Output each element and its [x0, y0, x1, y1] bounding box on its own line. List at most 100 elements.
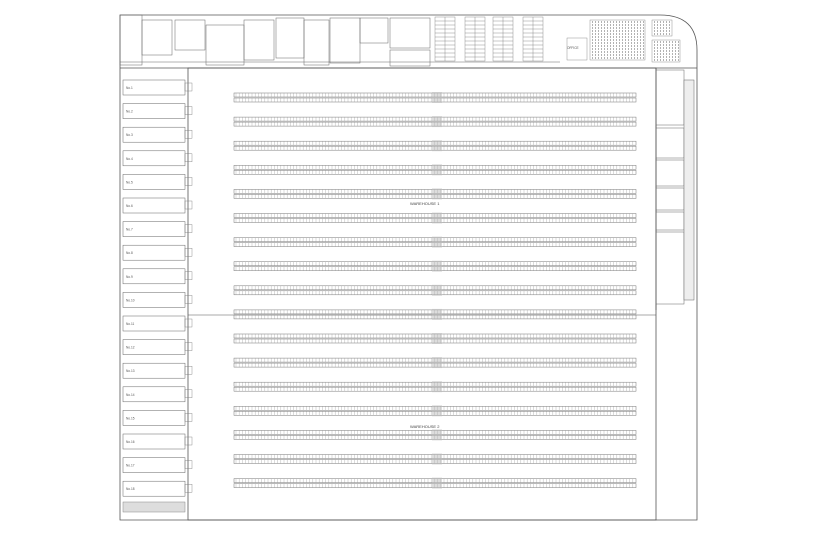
dock-bay: No.10	[122, 292, 193, 308]
office-room	[389, 49, 431, 67]
warehouse-2-label: WAREHOUSE 2	[410, 424, 440, 429]
dock-door	[184, 106, 193, 115]
dock-door	[184, 318, 193, 328]
dock-bay-label: No.9	[126, 275, 133, 279]
rack-aisle-cross	[432, 236, 442, 248]
rack-row	[233, 381, 637, 393]
office-room	[243, 19, 275, 61]
dock-bay-label: No.4	[126, 157, 133, 161]
rack-bays	[235, 237, 633, 242]
side-room	[655, 231, 685, 305]
rack-bays	[235, 435, 633, 440]
side-dock-wall	[683, 79, 695, 301]
dock-bay: No.3	[122, 126, 193, 143]
dock-bay-label: No.10	[126, 298, 135, 302]
dock-bay-label: No.2	[126, 110, 133, 114]
dock-bay: No.5	[122, 174, 193, 190]
dock-bay-label: No.14	[126, 393, 135, 397]
pallet-dots	[654, 41, 679, 61]
rack-row	[233, 164, 637, 176]
rack-bays	[235, 334, 633, 338]
storage-rack	[464, 16, 486, 62]
rack-bays	[235, 478, 633, 483]
rack-aisle-cross	[432, 477, 442, 489]
dock-bay-label: No.18	[126, 487, 135, 491]
dock-bay-label: No.8	[126, 251, 133, 255]
rack-aisle-cross	[432, 116, 442, 128]
rack-row	[233, 188, 637, 200]
storage-rack	[522, 16, 544, 62]
dock-bay-label: No.6	[126, 204, 133, 208]
rack-aisle-cross	[432, 260, 442, 272]
rack-bays	[235, 189, 633, 194]
office-room	[329, 17, 361, 64]
dock-bay: No.8	[122, 244, 193, 261]
dock-door	[184, 129, 193, 139]
dock-bay: No.4	[122, 150, 193, 167]
warehouse-1-label: WAREHOUSE 1	[410, 201, 440, 206]
dock-door	[184, 295, 193, 304]
rack-row	[233, 405, 637, 417]
pallet-dots	[654, 21, 670, 35]
rack-bays	[235, 430, 633, 435]
dock-bay-label: No.12	[126, 346, 135, 350]
side-room	[655, 187, 685, 211]
rack-bays	[235, 266, 633, 271]
rack-bays	[235, 411, 633, 416]
labels: WAREHOUSE 1 WAREHOUSE 2 OFFICE	[410, 46, 579, 429]
dock-door	[184, 389, 193, 398]
dock-bay: No.15	[122, 410, 193, 426]
rack-aisle-cross	[432, 164, 442, 176]
dock-bay-label: No.16	[126, 440, 135, 444]
rack-aisle-cross	[432, 453, 442, 465]
rack-bays	[235, 122, 633, 127]
office-room	[359, 17, 389, 44]
rack-bays	[235, 98, 633, 102]
rack-bays	[235, 290, 633, 295]
rack-row	[233, 116, 637, 128]
rack-bays	[235, 406, 633, 411]
dock-bay: No.11	[122, 315, 193, 332]
rack-aisle-cross	[432, 405, 442, 417]
loading-docks: No.1No.2No.3No.4No.5No.6No.7No.8No.9No.1…	[122, 79, 193, 513]
right-rooms	[655, 69, 695, 305]
rack-row	[233, 453, 637, 465]
dock-bay-label: No.1	[126, 86, 133, 90]
dock-door	[184, 247, 193, 257]
hatched-area	[122, 501, 186, 513]
dock-door	[184, 82, 193, 92]
dock-bay-label: No.3	[126, 133, 133, 137]
rack-bays	[235, 213, 633, 218]
rack-bays	[235, 483, 633, 488]
rack-row	[233, 260, 637, 272]
dock-bay-label: No.15	[126, 416, 135, 420]
rack-aisle-cross	[432, 381, 442, 393]
rack-aisle-cross	[432, 308, 442, 320]
dock-bay-label: No.11	[126, 322, 134, 326]
pallet-grid-outline	[651, 39, 681, 63]
storage-rack	[492, 16, 514, 62]
rack-bays	[235, 339, 633, 343]
dock-bay: No.6	[122, 197, 193, 214]
rack-bays	[235, 146, 633, 151]
rack-bays	[235, 382, 633, 387]
dock-bay-label: No.13	[126, 369, 135, 373]
rack-row	[233, 284, 637, 296]
pallet-dots	[592, 21, 644, 59]
rack-bays	[235, 358, 633, 363]
dock-door	[184, 436, 193, 446]
office-box	[566, 37, 588, 61]
rack-bays	[235, 93, 633, 97]
dock-bay: No.1	[122, 79, 193, 96]
dock-bay-label: No.7	[126, 228, 133, 232]
rack-bays	[235, 170, 633, 175]
office-room	[141, 19, 173, 56]
rack-row	[233, 212, 637, 224]
rack-aisle-cross	[432, 212, 442, 224]
office-room	[275, 17, 305, 59]
dock-door	[184, 460, 193, 469]
rack-bays	[235, 165, 633, 170]
side-room	[655, 159, 685, 187]
rack-row	[233, 236, 637, 248]
